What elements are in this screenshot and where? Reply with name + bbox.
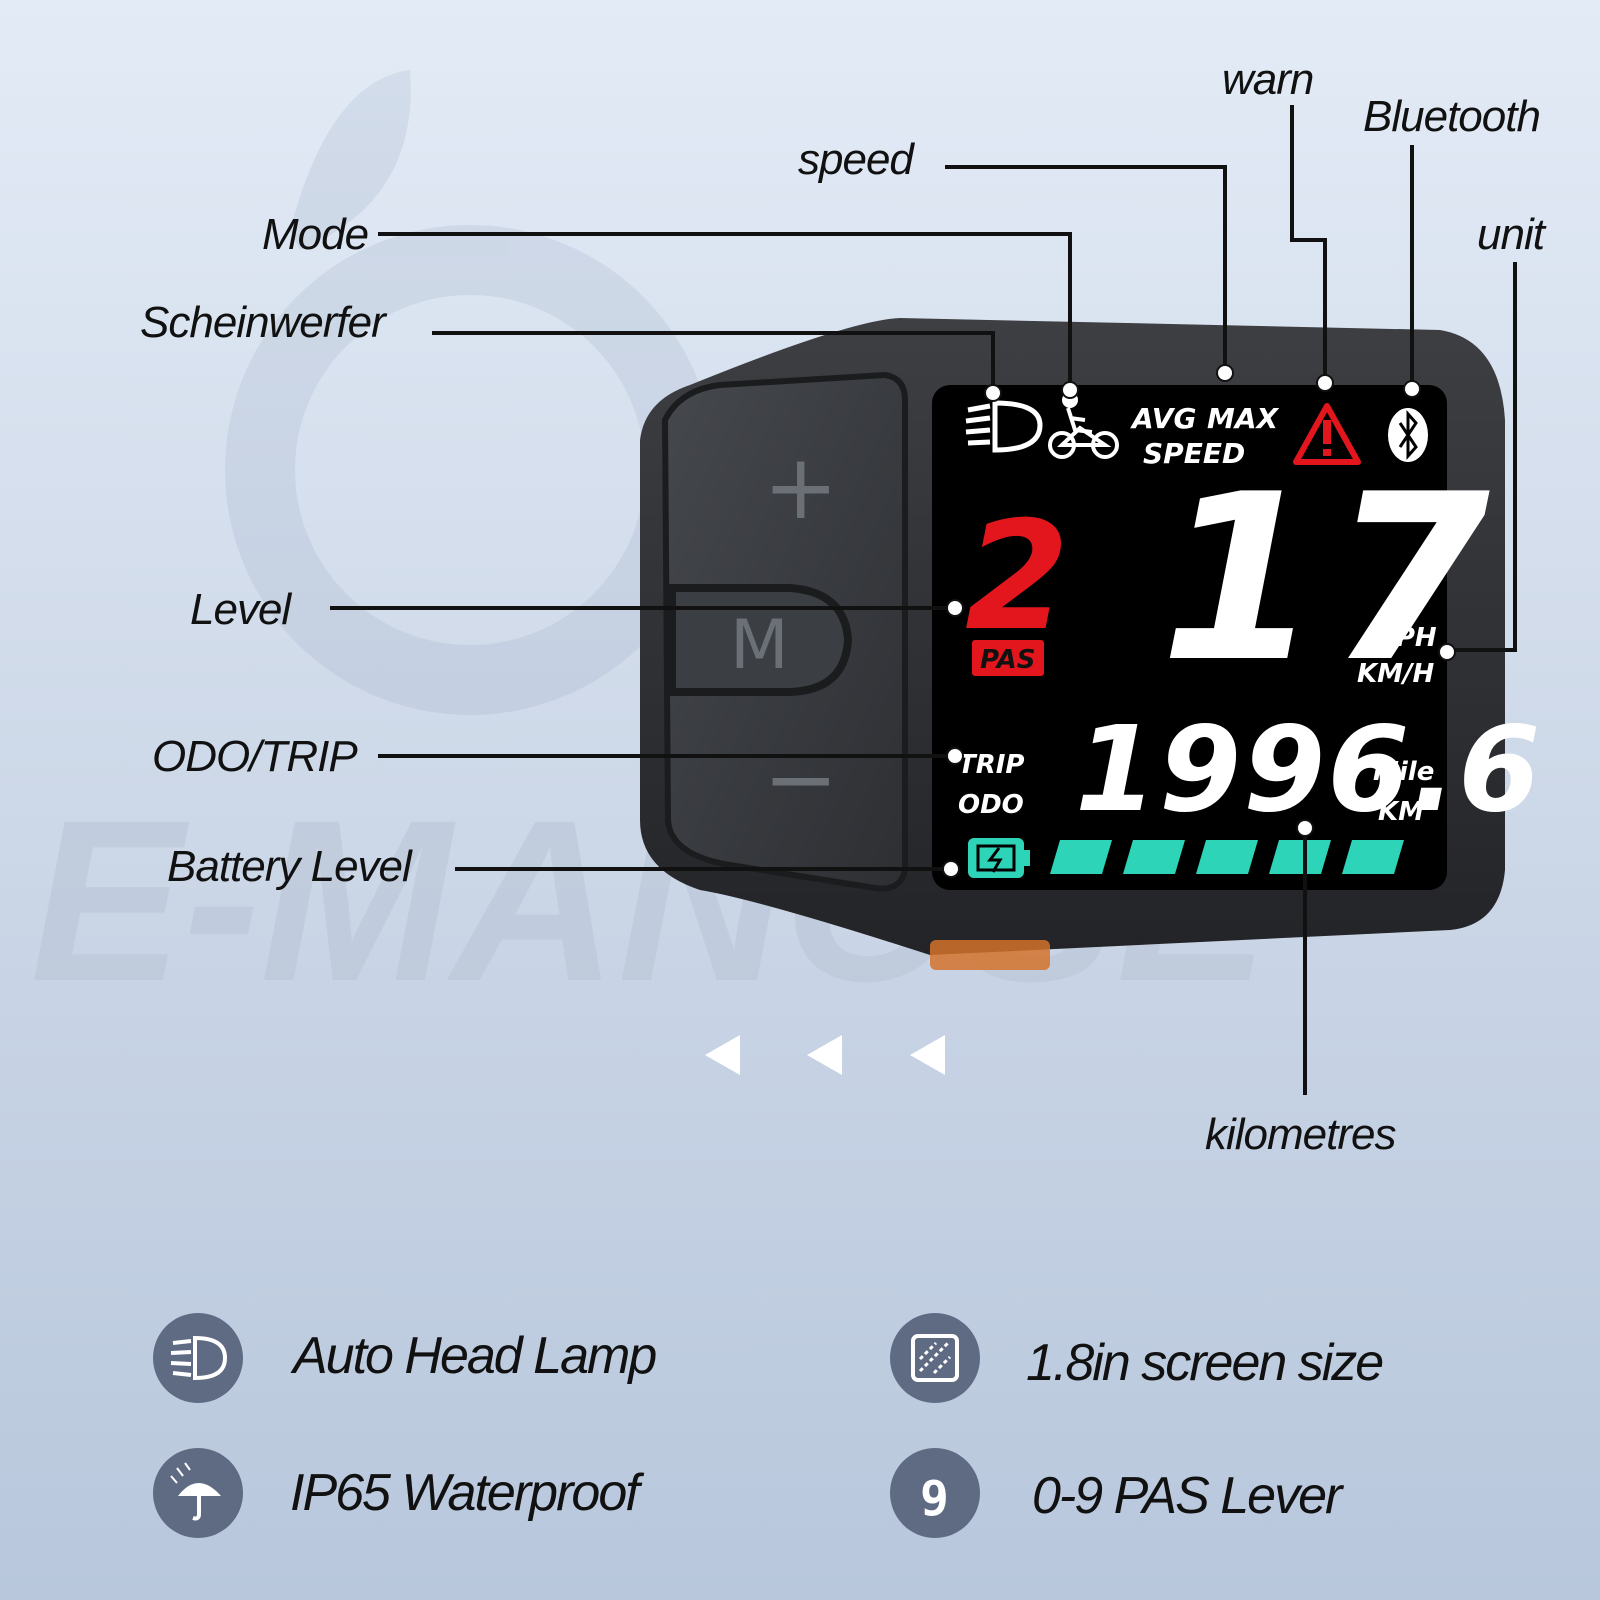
bluetooth-callout: Bluetooth [1363, 92, 1541, 141]
mile-unit: Mile [1373, 757, 1434, 787]
mode-button [668, 584, 853, 696]
feature-auto-head-lamp: Auto Head Lamp [293, 1327, 657, 1385]
battery-segment [1342, 840, 1404, 874]
headlamp-icon [153, 1313, 243, 1403]
distance-readout: 1996.6 [1075, 700, 1542, 838]
battery-level-bar [1050, 840, 1404, 874]
mode-button-label: M [730, 606, 789, 685]
battery-level-callout: Battery Level [167, 842, 412, 891]
headlight-callout: Scheinwerfer [140, 298, 386, 347]
speed-mode-label: SPEED [1143, 437, 1245, 470]
plus-button-label: + [763, 435, 838, 540]
minus-button-label: − [763, 727, 838, 832]
assist-level-digit: 2 [965, 490, 1069, 664]
unit-callout: unit [1477, 210, 1545, 259]
headlight-icon [965, 400, 1043, 453]
speed-readout: 17 [1160, 446, 1500, 713]
mode-callout: Mode [262, 210, 369, 259]
feature-screen-size: 1.8in screen size [1026, 1334, 1384, 1392]
umbrella-icon [153, 1448, 243, 1538]
callout-leader-lines [330, 105, 1517, 1095]
speed-callout: speed [798, 135, 914, 184]
avg-speed-indicator: AVG [1130, 402, 1196, 435]
mph-unit: MPH [1370, 623, 1437, 653]
battery-segment [1196, 840, 1258, 874]
callout-dots [942, 364, 1456, 878]
screen-size-icon [890, 1313, 980, 1403]
level-callout: Level [190, 585, 291, 634]
battery-segment [1123, 840, 1185, 874]
battery-segment [1050, 840, 1112, 874]
kmh-unit: KM/H [1357, 659, 1435, 689]
trip-label: TRIP [958, 750, 1025, 780]
lcd-screen [932, 385, 1447, 890]
odo-label: ODO [958, 790, 1024, 820]
kilometres-callout: kilometres [1205, 1110, 1396, 1159]
svg-text:9: 9 [920, 1471, 949, 1527]
battery-segment [1269, 840, 1331, 874]
warn-callout: warn [1222, 55, 1314, 104]
digit-nine-icon: 9 [890, 1448, 980, 1538]
feature-waterproof: IP65 Waterproof [290, 1464, 640, 1522]
pas-label: PAS [980, 645, 1036, 675]
feature-pas-levels: 0-9 PAS Lever [1032, 1467, 1342, 1525]
warning-icon [1293, 403, 1361, 465]
max-speed-indicator: MAX [1207, 402, 1280, 435]
pas-badge [972, 640, 1044, 676]
battery-icon [968, 838, 1030, 878]
km-unit: KM [1378, 797, 1424, 827]
left-arrows-decoration [705, 1035, 945, 1075]
bluetooth-icon [1388, 408, 1428, 462]
odo-trip-callout: ODO/TRIP [152, 732, 358, 781]
